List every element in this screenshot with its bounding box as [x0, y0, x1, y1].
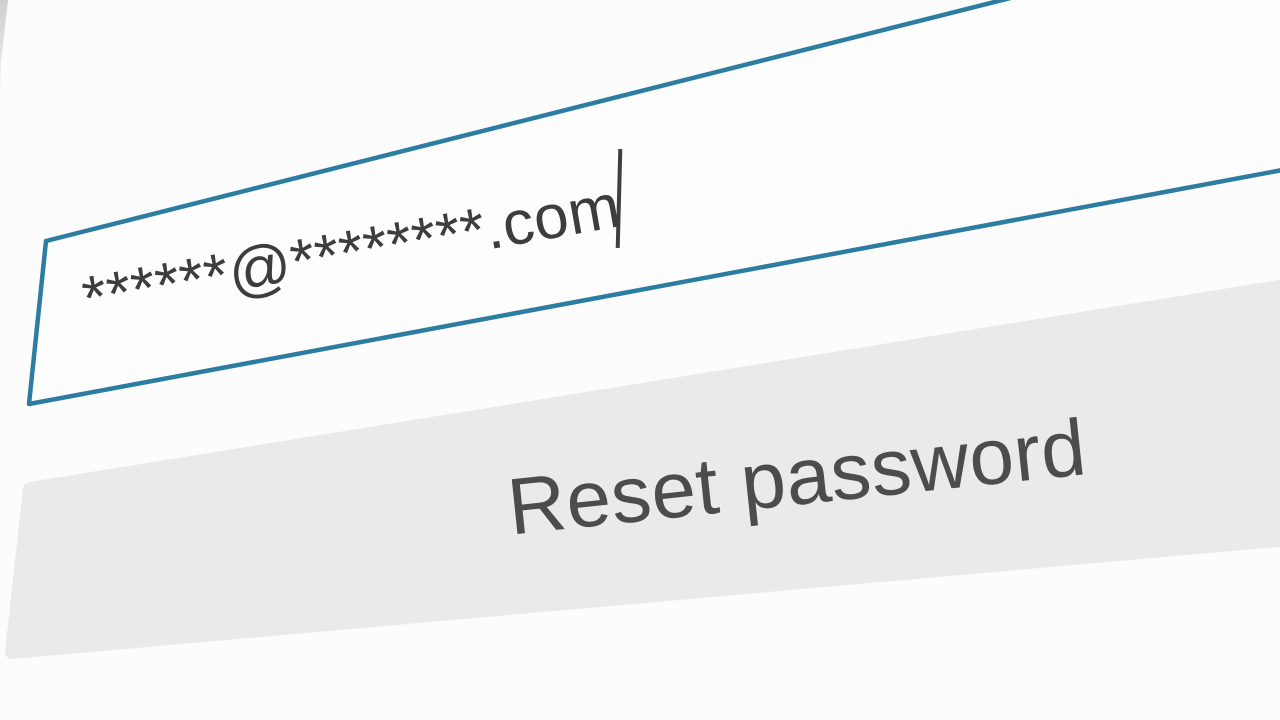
email-input-field[interactable] — [26, 0, 1280, 407]
reset-password-button[interactable] — [5, 279, 1280, 659]
page-edge-shading — [0, 0, 8, 115]
